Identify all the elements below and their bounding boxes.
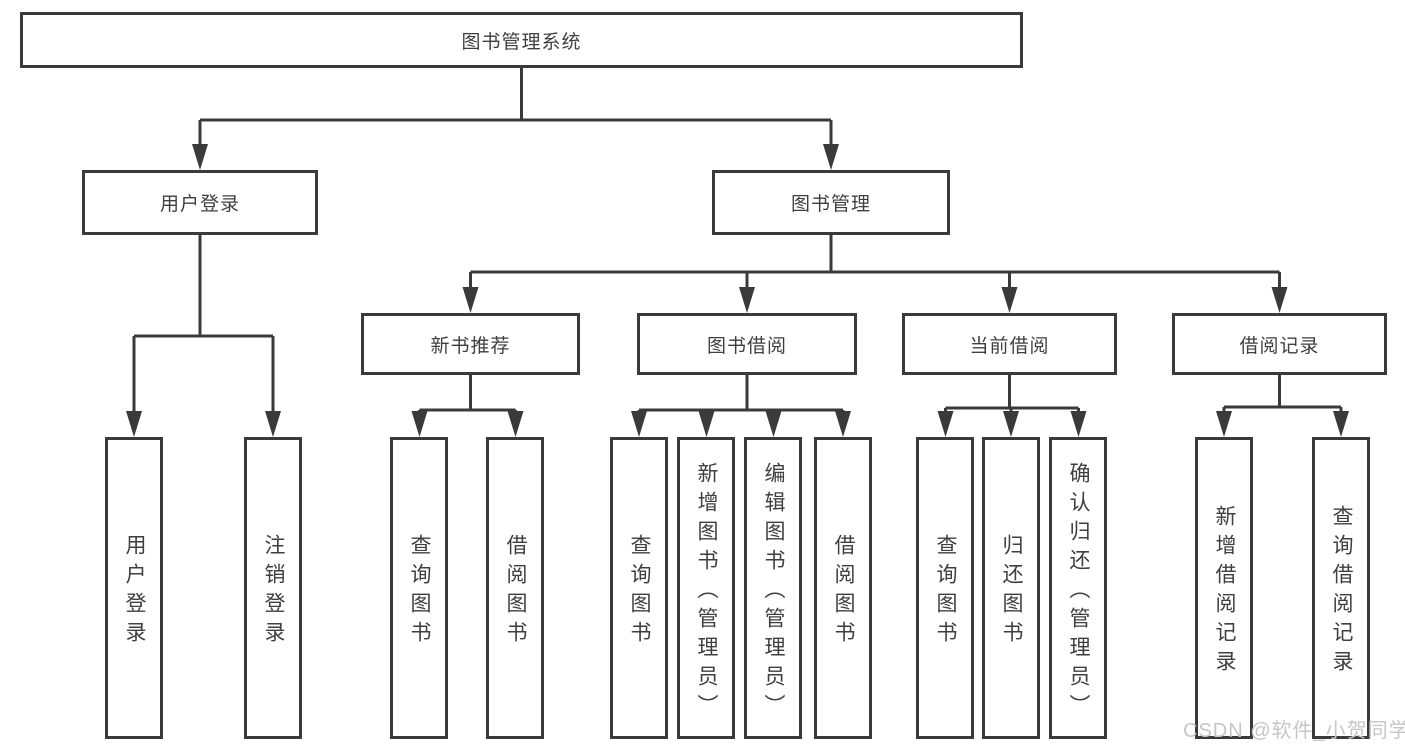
node-new-book-recommendation-label: 新书推荐: [430, 335, 511, 357]
leaf-edit-books-admin: 编辑图书（管理员）: [744, 437, 802, 739]
node-current-borrowing: 当前借阅: [902, 313, 1117, 375]
node-new-book-recommendation: 新书推荐: [361, 313, 580, 375]
node-user-login-group: 用户登录: [82, 170, 318, 235]
leaf-add-books-admin: 新增图书（管理员）: [677, 437, 735, 739]
node-borrowing-records-label: 借阅记录: [1239, 335, 1320, 357]
leaf-add-borrow-record: 新增借阅记录: [1195, 437, 1253, 739]
leaf-query-books-borrowing-label: 查询图书: [628, 534, 651, 650]
leaf-borrow-books-borrowing-label: 借阅图书: [832, 534, 855, 650]
node-book-borrowing-label: 图书借阅: [706, 335, 787, 357]
node-root-label: 图书管理系统: [461, 31, 582, 53]
watermark: CSDN @软件_小贺同学: [1183, 720, 1405, 742]
leaf-borrow-books-borrowing: 借阅图书: [814, 437, 872, 739]
leaf-query-books-recommend: 查询图书: [390, 437, 448, 739]
node-borrowing-records: 借阅记录: [1172, 313, 1387, 375]
leaf-confirm-return-admin-label: 确认归还（管理员）: [1067, 461, 1090, 723]
leaf-query-books-current: 查询图书: [916, 437, 974, 739]
leaf-query-books-borrowing: 查询图书: [610, 437, 668, 739]
leaf-add-borrow-record-label: 新增借阅记录: [1213, 505, 1236, 679]
leaf-user-login: 用户登录: [105, 437, 163, 739]
node-book-management: 图书管理: [712, 170, 950, 235]
leaf-query-books-recommend-label: 查询图书: [408, 534, 431, 650]
leaf-edit-books-admin-label: 编辑图书（管理员）: [762, 461, 785, 723]
leaf-borrow-books-recommend: 借阅图书: [486, 437, 544, 739]
node-book-management-label: 图书管理: [790, 194, 871, 215]
node-book-borrowing: 图书借阅: [637, 313, 857, 375]
leaf-return-books: 归还图书: [982, 437, 1040, 739]
leaf-query-books-current-label: 查询图书: [934, 534, 957, 650]
leaf-return-books-label: 归还图书: [1000, 534, 1023, 650]
node-user-login-group-label: 用户登录: [159, 194, 240, 215]
leaf-query-borrow-record-label: 查询借阅记录: [1330, 505, 1353, 679]
leaf-logout-label: 注销登录: [262, 534, 285, 650]
leaf-query-borrow-record: 查询借阅记录: [1312, 437, 1370, 739]
leaf-add-books-admin-label: 新增图书（管理员）: [695, 461, 718, 723]
leaf-logout: 注销登录: [244, 437, 302, 739]
node-root: 图书管理系统: [20, 12, 1023, 68]
leaf-confirm-return-admin: 确认归还（管理员）: [1049, 437, 1107, 739]
leaf-user-login-label: 用户登录: [123, 534, 146, 650]
arrowheads: [126, 144, 1349, 437]
leaf-borrow-books-recommend-label: 借阅图书: [504, 534, 527, 650]
node-current-borrowing-label: 当前借阅: [969, 335, 1050, 357]
